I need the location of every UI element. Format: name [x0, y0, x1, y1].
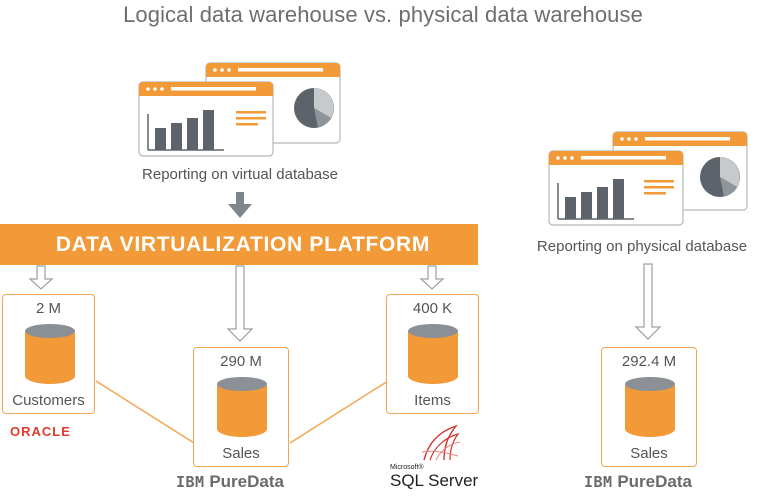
connector-line-left	[95, 380, 195, 444]
virtual-report-caption: Reporting on virtual database	[142, 166, 338, 183]
database-box-physical-sales: 292.4 M Sales	[601, 347, 697, 467]
database-cylinder-icon	[25, 324, 75, 384]
ibm-puredata-logo: IBM PureData	[584, 472, 692, 491]
database-box-items: 400 K Items	[386, 294, 479, 414]
database-label: Sales	[630, 445, 668, 462]
physical-report-caption: Reporting on physical database	[536, 238, 748, 255]
ibm-puredata-logo: IBM PureData	[176, 472, 284, 491]
database-cylinder-icon	[408, 324, 458, 384]
pie-chart-icon	[294, 88, 334, 128]
report-windows-virtual	[138, 62, 341, 157]
hollow-down-arrow-icon	[634, 263, 662, 340]
page-title: Logical data warehouse vs. physical data…	[123, 2, 643, 27]
record-count: 292.4 M	[621, 353, 677, 370]
down-arrow-icon	[228, 192, 252, 218]
sql-server-logo-icon	[421, 424, 461, 461]
bar-chart-icon	[147, 110, 224, 151]
report-windows-physical	[548, 131, 748, 226]
record-count: 400 K	[412, 300, 453, 317]
oracle-logo: ORACLE	[10, 424, 71, 439]
hollow-down-arrow-icon	[226, 265, 254, 342]
database-cylinder-icon	[217, 377, 267, 437]
database-cylinder-icon	[625, 377, 675, 437]
database-box-customers: 2 M Customers	[2, 294, 95, 414]
hollow-down-arrow-icon	[419, 265, 445, 290]
database-label: Items	[414, 392, 451, 409]
hollow-down-arrow-icon	[28, 265, 54, 290]
pie-chart-icon	[700, 157, 740, 197]
database-box-sales: 290 M Sales	[193, 347, 289, 467]
database-label: Sales	[222, 445, 260, 462]
connector-line-right	[289, 380, 389, 444]
text-lines-icon	[236, 111, 266, 126]
database-label: Customers	[12, 392, 85, 409]
record-count: 290 M	[220, 353, 262, 370]
text-lines-icon	[644, 180, 674, 195]
data-virtualization-platform-banner: DATA VIRTUALIZATION PLATFORM	[0, 224, 478, 265]
sql-server-logo: Microsoft® SQL Server	[390, 464, 479, 490]
bar-chart-icon	[557, 179, 634, 220]
record-count: 2 M	[35, 300, 61, 317]
